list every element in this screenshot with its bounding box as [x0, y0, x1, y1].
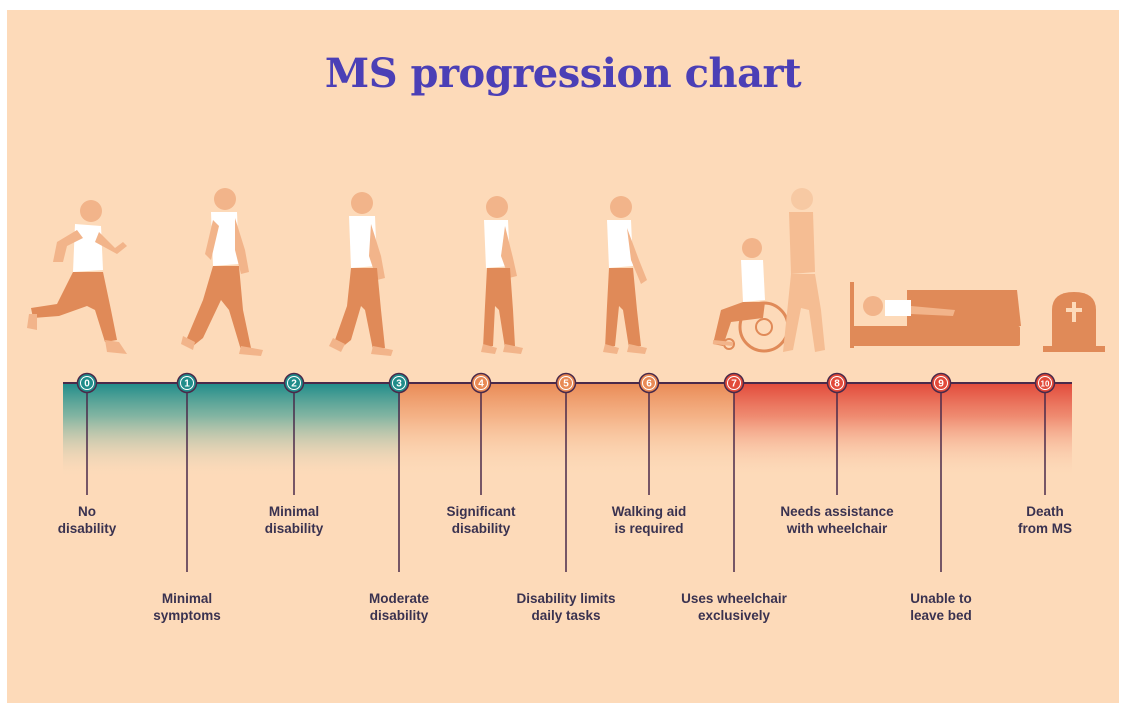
- stage-label-line1: Death: [1026, 504, 1064, 519]
- stage-label-line1: No: [78, 504, 96, 519]
- walking-person-icon: [181, 188, 263, 356]
- stage-number: 9: [938, 379, 944, 390]
- stage-number: 1: [184, 379, 190, 390]
- stage-number: 0: [84, 379, 90, 390]
- stage-label-line1: Needs assistance: [780, 504, 894, 519]
- assisted-wheelchair-icon: [783, 188, 825, 352]
- stage-number: 2: [291, 379, 297, 390]
- stage-label-line2: disability: [369, 608, 429, 623]
- figures-row: [27, 188, 1105, 356]
- stage-label-line2: with wheelchair: [786, 521, 888, 536]
- stage-number: 8: [834, 379, 840, 390]
- stage-number: 10: [1041, 380, 1050, 389]
- stage-label-line2: disability: [264, 521, 324, 536]
- teal-zone-band: [63, 383, 400, 478]
- stage-marker-8: 8: [826, 372, 848, 394]
- stage-label-2: Minimal disability: [199, 503, 389, 537]
- stage-markers: 0 1 2 3 4 5 6 7 8 9 10: [76, 372, 1056, 394]
- stage-label-line1: Moderate: [368, 591, 429, 606]
- stage-label-line1: Unable to: [910, 591, 972, 606]
- walking-person-icon: [481, 196, 523, 354]
- stage-label-10: Death from MS: [950, 503, 1126, 537]
- stage-marker-2: 2: [283, 372, 305, 394]
- stage-marker-9: 9: [930, 372, 952, 394]
- stage-connectors: [86, 383, 1046, 572]
- stage-marker-10: 10: [1034, 372, 1056, 394]
- progression-timeline: 0 1 2 3 4 5 6 7 8 9 10: [27, 188, 1105, 572]
- stage-label-line2: from MS: [1018, 521, 1072, 536]
- stage-label-line2: is required: [614, 521, 684, 536]
- red-zone-band: [734, 383, 1072, 478]
- stage-label-1: Minimal symptoms: [92, 590, 282, 624]
- stage-label-line1: Uses wheelchair: [681, 591, 787, 606]
- orange-zone-band: [400, 383, 734, 478]
- stooped-person-icon: [603, 196, 647, 354]
- stage-label-8: Needs assistance with wheelchair: [742, 503, 932, 537]
- stage-marker-4: 4: [470, 372, 492, 394]
- stage-label-9: Unable to leave bed: [846, 590, 1036, 624]
- stage-label-7: Uses wheelchair exclusively: [639, 590, 829, 624]
- stage-label-line2: daily tasks: [531, 608, 601, 623]
- stage-marker-0: 0: [76, 372, 98, 394]
- stage-marker-1: 1: [176, 372, 198, 394]
- page-title: MS progression chart: [324, 50, 802, 97]
- stage-marker-6: 6: [638, 372, 660, 394]
- stage-label-line1: Significant: [446, 504, 516, 519]
- stage-marker-5: 5: [555, 372, 577, 394]
- walking-person-icon: [329, 192, 393, 356]
- stage-marker-3: 3: [388, 372, 410, 394]
- stage-label-line1: Walking aid: [611, 504, 687, 519]
- person-with-cane-icon: [712, 238, 790, 353]
- stage-number: 5: [563, 379, 569, 390]
- stage-label-line2: disability: [57, 521, 117, 536]
- stage-label-line1: Minimal: [268, 504, 320, 519]
- running-person-icon: [27, 200, 127, 354]
- stage-label-5: Disability limits daily tasks: [471, 590, 661, 624]
- stage-number: 4: [478, 379, 484, 390]
- stage-number: 3: [396, 379, 402, 390]
- stage-label-3: Moderate disability: [304, 590, 494, 624]
- stage-label-line2: exclusively: [697, 608, 771, 623]
- stage-label-line2: disability: [451, 521, 511, 536]
- stage-number: 7: [731, 379, 737, 390]
- stage-label-line2: leave bed: [910, 608, 972, 623]
- stage-label-line2: symptoms: [153, 608, 221, 623]
- stage-label-line1: Minimal: [161, 591, 213, 606]
- gravestone-icon: [1043, 292, 1105, 352]
- stage-label-0: No disability: [0, 503, 182, 537]
- infographic-canvas: MS progression chart: [7, 10, 1119, 703]
- stage-label-4: Significant disability: [386, 503, 576, 537]
- stage-label-line1: Disability limits: [516, 591, 616, 606]
- stage-marker-7: 7: [723, 372, 745, 394]
- stage-label-6: Walking aid is required: [554, 503, 744, 537]
- stage-number: 6: [646, 379, 652, 390]
- person-in-bed-icon: [850, 282, 1021, 348]
